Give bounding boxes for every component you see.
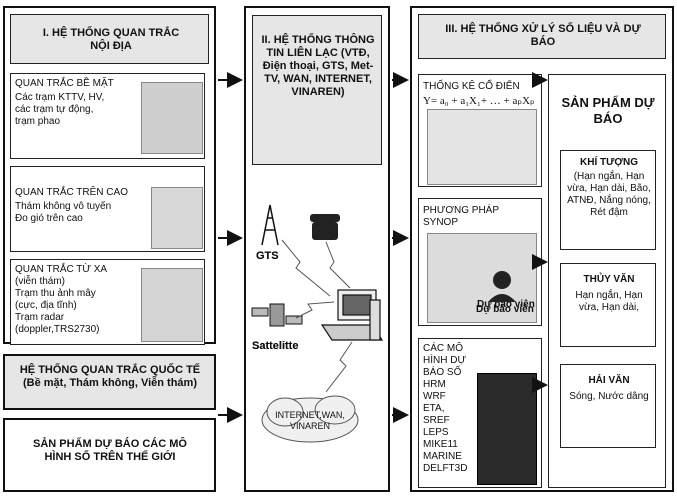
products-title: SẢN PHẨM DỰ BÁO: [561, 95, 655, 126]
satellite-icon: [251, 303, 303, 327]
gts-label: GTS: [256, 250, 279, 262]
international-observation-box: HỆ THỐNG QUAN TRẮC QUỐC TẾ (Bề mặt, Thám…: [3, 354, 216, 410]
upper-heading: QUAN TRẮC TRÊN CAO: [15, 187, 128, 198]
hydrology-heading: THỦY VĂN: [583, 274, 635, 285]
surface-text: Các trạm KTTV, HV, các trạm tự động, trạ…: [15, 92, 105, 127]
oceanography-text: Sóng, Nước dâng: [569, 391, 649, 402]
processing-title: III. HỆ THỐNG XỬ LÝ SỐ LIỆU VÀ DỰ BÁO: [445, 23, 641, 48]
oceanography-box: HẢI VĂN Sóng, Nước dâng: [560, 364, 656, 448]
numerical-models-box: CÁC MÔ HÌNH DỰ BÁO SỐ HRM WRF ETA, SREF …: [418, 338, 542, 488]
satellite-label: Sattelitte: [252, 340, 299, 352]
communication-title: II. HỆ THỐNG THÔNG TIN LIÊN LẠC (VTĐ, Đi…: [261, 34, 375, 98]
remote-text: (viễn thám) Trạm thu ảnh mây (cực, địa t…: [15, 276, 100, 335]
gts-label-overlay: GTS: [256, 250, 279, 262]
statistical-box: THỐNG KÊ CỔ ĐIỂN Y= a₀ + a₁X₁+ … + aₚXₚ: [418, 74, 542, 187]
processing-title-box: III. HỆ THỐNG XỬ LÝ SỐ LIỆU VÀ DỰ BÁO: [418, 14, 666, 59]
synop-heading: PHƯƠNG PHÁP SYNOP: [423, 205, 499, 228]
weather-station-image: [141, 82, 203, 154]
oceanography-heading: HẢI VĂN: [588, 375, 630, 386]
hydrology-text: Hạn ngắn, Hạn vừa, Hạn dài,: [575, 290, 643, 313]
meteorology-text: (Hạn ngắn, Hạn vừa, Hạn dài, Bão, ATNĐ, …: [567, 171, 651, 218]
telephone-icon: [310, 214, 340, 240]
radiosonde-balloon-image: [151, 187, 203, 249]
upper-text: Thám không vô tuyến Đo gió trên cao: [15, 201, 112, 224]
hydrology-box: THỦY VĂN Hạn ngắn, Hạn vừa, Hạn dài,: [560, 263, 656, 347]
forecaster-label-overlay: Dự báo viên: [476, 304, 534, 315]
cloud-label-overlay: INTERNET,WAN, VINAREN: [275, 410, 345, 431]
global-models-box: SẢN PHẨM DỰ BÁO CÁC MÔ HÌNH SỐ TRÊN THẾ …: [3, 418, 216, 492]
remote-sensing-box: QUAN TRẮC TỪ XA (viễn thám) Trạm thu ảnh…: [10, 259, 205, 345]
forecaster-label: Dự báo viên: [477, 299, 535, 310]
stat-to-products-arrows: [532, 72, 548, 393]
statistical-formula: Y= a₀ + a₁X₁+ … + aₚXₚ: [423, 95, 535, 107]
col2-to-col3-arrows: [392, 72, 409, 423]
forecaster-badge: Dự báo viên: [477, 295, 543, 315]
numerical-models-text: CÁC MÔ HÌNH DỰ BÁO SỐ HRM WRF ETA, SREF …: [423, 343, 468, 474]
forecaster-person-icon: [488, 271, 516, 302]
communication-title-box: II. HỆ THỐNG THÔNG TIN LIÊN LẠC (VTĐ, Đi…: [252, 15, 382, 165]
statistical-heading: THỐNG KÊ CỔ ĐIỂN: [423, 81, 520, 92]
signal-links: [281, 239, 353, 393]
meteorology-box: KHÍ TƯỢNG (Hạn ngắn, Hạn vừa, Hạn dài, B…: [560, 150, 656, 250]
synoptic-map-image: [427, 233, 537, 323]
supercomputer-image: [477, 373, 537, 485]
scatter-plot-image: [427, 109, 537, 185]
col1-to-col2-arrows: [218, 72, 243, 423]
surface-heading: QUAN TRẮC BỀ MẶT: [15, 78, 114, 89]
domestic-title-box: I. HỆ THỐNG QUAN TRẮC NỘI ĐỊA: [10, 14, 209, 64]
remote-heading: QUAN TRẮC TỪ XA: [15, 264, 108, 275]
domestic-title: I. HỆ THỐNG QUAN TRẮC NỘI ĐỊA: [42, 27, 180, 52]
cloud-icon: [261, 395, 359, 443]
global-models-text: SẢN PHẨM DỰ BÁO CÁC MÔ HÌNH SỐ TRÊN THẾ …: [33, 438, 187, 463]
meteorology-heading: KHÍ TƯỢNG: [580, 157, 638, 168]
surface-observation-box: QUAN TRẮC BỀ MẶT Các trạm KTTV, HV, các …: [10, 73, 205, 159]
international-text: HỆ THỐNG QUAN TRẮC QUỐC TẾ (Bề mặt, Thám…: [19, 364, 201, 389]
computer-icon: [320, 289, 384, 341]
satellite-label-overlay: Sattelitte: [252, 340, 299, 352]
upper-air-box: QUAN TRẮC TRÊN CAO Thám không vô tuyến Đ…: [10, 166, 205, 252]
synop-box: PHƯƠNG PHÁP SYNOP Dự báo viên: [418, 198, 542, 326]
gts-tower-icon: [261, 204, 279, 246]
satellite-radar-image: [141, 268, 203, 342]
